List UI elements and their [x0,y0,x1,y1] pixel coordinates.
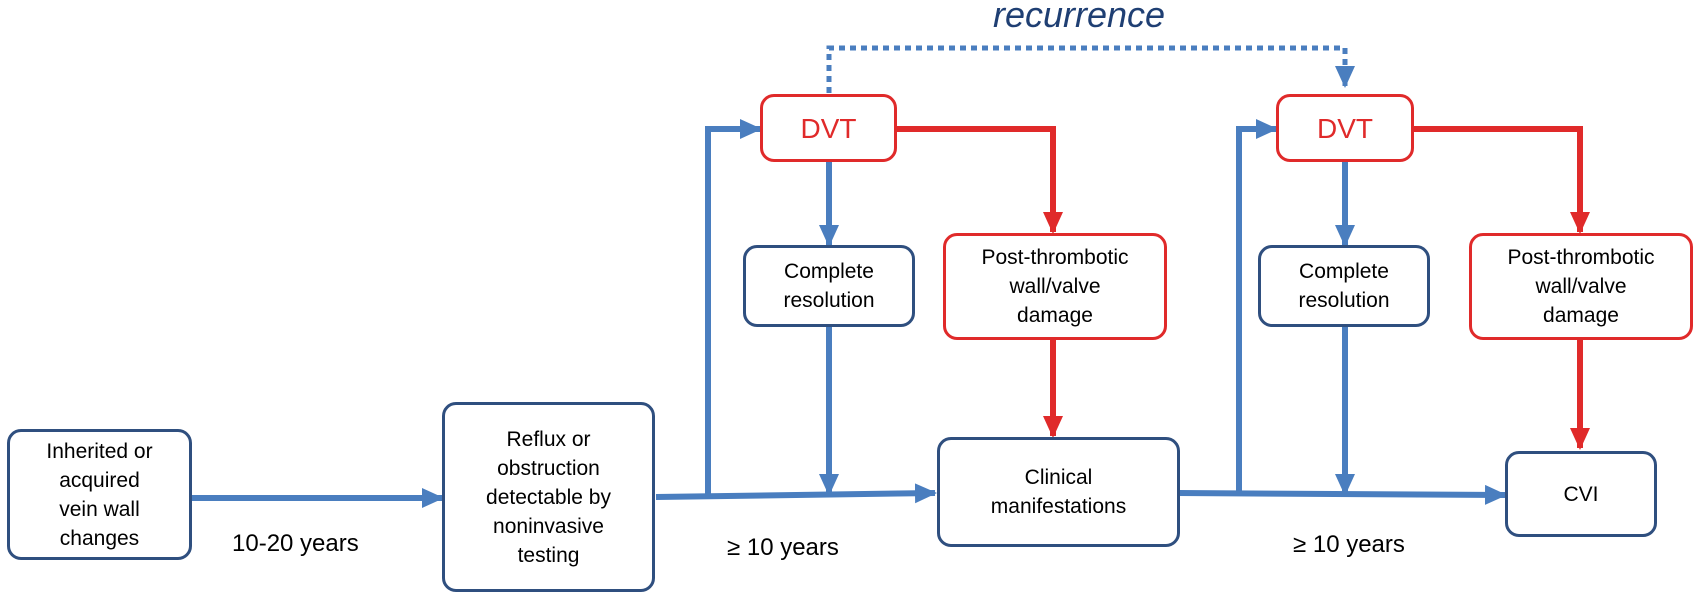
node-post-thrombotic-damage-1: Post-thrombotic wall/valve damage [943,233,1167,340]
time-label-10-20-years: 10-20 years [232,530,359,557]
node-inherited-vein-wall-changes: Inherited or acquired vein wall changes [7,429,192,560]
arrow-branch-to-dvt2 [1236,119,1278,493]
time-label-10-years-2: ≥ 10 years [1293,531,1405,558]
time-label-10-years-1: ≥ 10 years [727,534,839,561]
node-dvt-1: DVT [760,94,897,162]
arrow-branch-to-dvt1 [705,119,762,497]
arrow-dvt2-to-postthrombotic2 [1413,126,1590,234]
node-complete-resolution-1: Complete resolution [743,245,915,327]
node-reflux-obstruction: Reflux or obstruction detectable by noni… [442,402,655,592]
arrow-clinical-to-cvi [1177,484,1507,505]
node-post-thrombotic-damage-2: Post-thrombotic wall/valve damage [1469,233,1693,340]
node-complete-resolution-2: Complete resolution [1258,245,1430,327]
arrow-reflux-to-clinical [655,483,937,504]
node-cvi: CVI [1505,451,1657,537]
node-clinical-manifestations: Clinical manifestations [937,437,1180,547]
arrow-dvt1-to-postthrombotic1 [896,126,1063,234]
node-dvt-2: DVT [1276,94,1414,162]
arrow-recurrence [826,45,1355,93]
recurrence-label: recurrence [993,0,1166,35]
